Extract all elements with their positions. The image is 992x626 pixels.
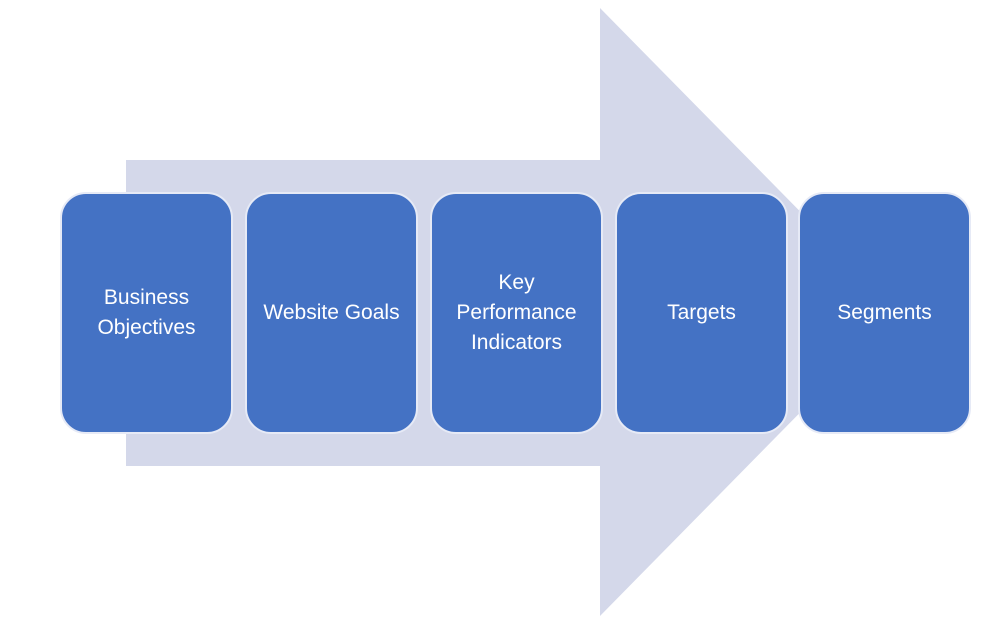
step-label-targets: Targets <box>667 301 736 324</box>
step-box-targets: Targets <box>615 192 788 434</box>
step-box-website-goals: Website Goals <box>245 192 418 434</box>
step-box-business-objectives: Business Objectives <box>60 192 233 434</box>
step-box-segments: Segments <box>798 192 971 434</box>
step-label-website-goals: Website Goals <box>263 301 400 324</box>
step-label-segments: Segments <box>837 301 932 324</box>
step-label-key-performance-indicators: Key Performance Indicators <box>456 271 577 354</box>
step-label-business-objectives: Business Objectives <box>97 286 196 339</box>
step-box-key-performance-indicators: Key Performance Indicators <box>430 192 603 434</box>
